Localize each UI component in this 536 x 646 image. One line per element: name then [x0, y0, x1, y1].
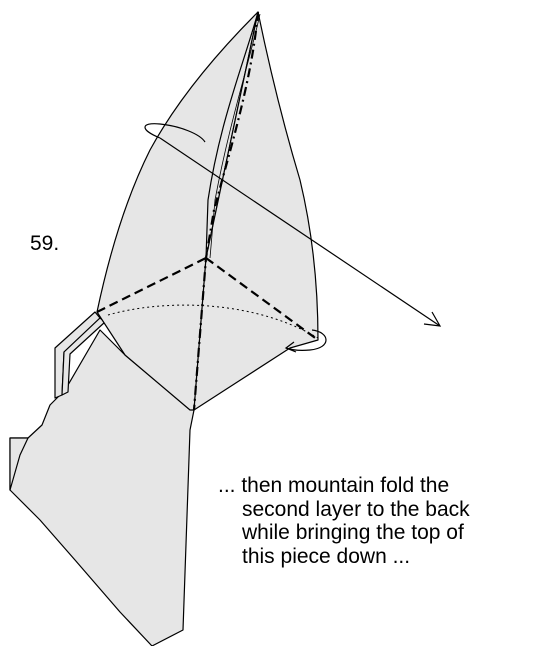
instruction-line-2: second layer to the back: [218, 498, 536, 522]
instruction-line-4: this piece down ...: [218, 545, 536, 569]
instruction-line-3: while bringing the top of: [218, 521, 536, 545]
step-number: 59.: [30, 232, 59, 256]
instruction-text: ... then mountain fold the second layer …: [218, 474, 536, 568]
instruction-line-1: ... then mountain fold the: [218, 474, 536, 498]
